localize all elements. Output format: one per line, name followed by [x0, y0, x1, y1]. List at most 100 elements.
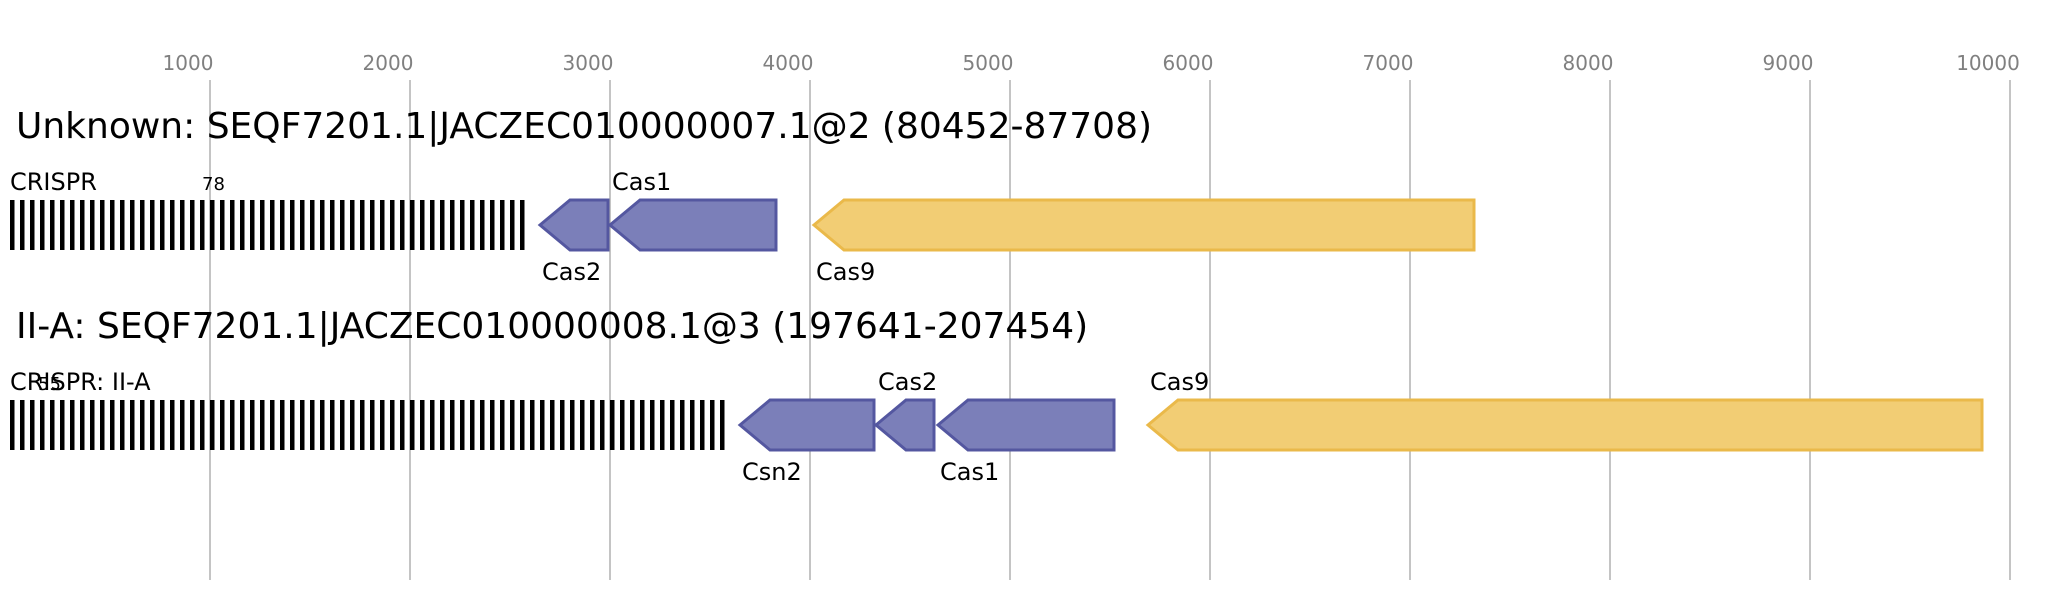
crispr-repeat — [210, 200, 215, 250]
crispr-repeat — [70, 400, 75, 450]
crispr-repeat — [600, 400, 605, 450]
crispr-repeat — [60, 400, 65, 450]
crispr-repeat — [30, 400, 35, 450]
crispr-repeat — [620, 400, 625, 450]
crispr-repeat — [360, 400, 365, 450]
crispr-repeat — [210, 400, 215, 450]
crispr-repeat — [380, 400, 385, 450]
gene-label-cas2: Cas2 — [878, 368, 937, 396]
crispr-repeat — [370, 200, 375, 250]
crispr-repeat — [330, 200, 335, 250]
crispr-repeat — [690, 400, 695, 450]
crispr-repeat — [80, 400, 85, 450]
crispr-repeat — [420, 400, 425, 450]
crispr-repeat — [500, 400, 505, 450]
crispr-repeat — [450, 400, 455, 450]
crispr-repeat — [400, 400, 405, 450]
crispr-repeat — [200, 400, 205, 450]
spacer-count: 78 — [202, 174, 225, 195]
crispr-repeat — [660, 400, 665, 450]
crispr-repeat — [400, 200, 405, 250]
gene-arrow-cas9 — [1145, 398, 1984, 452]
crispr-repeat — [290, 200, 295, 250]
crispr-repeat — [460, 400, 465, 450]
crispr-repeat — [120, 200, 125, 250]
tick-label: 1000 — [163, 51, 214, 75]
crispr-repeat — [230, 400, 235, 450]
crispr-repeat — [110, 400, 115, 450]
locus-title: Unknown: SEQF7201.1|JACZEC010000007.1@2 … — [16, 106, 1152, 147]
gene-label-cas1: Cas1 — [940, 458, 999, 486]
crispr-repeat — [410, 200, 415, 250]
tick-label: 5000 — [963, 51, 1014, 75]
crispr-array — [10, 200, 525, 250]
crispr-repeat — [350, 200, 355, 250]
crispr-repeat — [320, 200, 325, 250]
crispr-repeat — [330, 400, 335, 450]
crispr-repeat — [90, 200, 95, 250]
crispr-repeat — [100, 200, 105, 250]
crispr-repeat — [490, 400, 495, 450]
crispr-repeat — [140, 200, 145, 250]
tick-label: 8000 — [1563, 51, 1614, 75]
crispr-repeat — [630, 400, 635, 450]
gene-arrow-cas1 — [607, 198, 778, 252]
crispr-repeat — [410, 400, 415, 450]
crispr-repeat — [130, 200, 135, 250]
crispr-repeat — [710, 400, 715, 450]
tick-label: 7000 — [1363, 51, 1414, 75]
crispr-repeat — [270, 200, 275, 250]
crispr-repeat — [450, 200, 455, 250]
crispr-repeat — [150, 400, 155, 450]
crispr-label: CRISPR: II-A — [10, 368, 151, 396]
crispr-repeat — [390, 400, 395, 450]
crispr-repeat — [460, 200, 465, 250]
crispr-repeat — [20, 400, 25, 450]
crispr-repeat — [680, 400, 685, 450]
crispr-repeat — [160, 400, 165, 450]
crispr-repeat — [270, 400, 275, 450]
gene-label-cas2: Cas2 — [542, 258, 601, 286]
crispr-repeat — [290, 400, 295, 450]
loci-tracks: Unknown: SEQF7201.1|JACZEC010000007.1@2 … — [10, 106, 1984, 486]
crispr-repeat — [650, 400, 655, 450]
crispr-repeat — [340, 200, 345, 250]
crispr-repeat — [260, 400, 265, 450]
crispr-repeat — [310, 400, 315, 450]
crispr-repeat — [490, 200, 495, 250]
crispr-repeat — [540, 400, 545, 450]
tick-label: 10000 — [1956, 51, 2020, 75]
crispr-repeat — [90, 400, 95, 450]
crispr-repeat — [720, 400, 725, 450]
crispr-repeat — [510, 200, 515, 250]
crispr-repeat — [700, 400, 705, 450]
crispr-repeat — [20, 200, 25, 250]
crispr-repeat — [250, 400, 255, 450]
crispr-repeat — [310, 200, 315, 250]
gene-label-cas9: Cas9 — [816, 258, 875, 286]
crispr-repeat — [360, 200, 365, 250]
crispr-repeat — [520, 400, 525, 450]
crispr-array — [10, 400, 725, 450]
crispr-repeat — [100, 400, 105, 450]
crispr-repeat — [190, 400, 195, 450]
tick-label: 9000 — [1763, 51, 1814, 75]
crispr-repeat — [470, 400, 475, 450]
crispr-repeat — [240, 400, 245, 450]
crispr-repeat — [60, 200, 65, 250]
crispr-repeat — [340, 400, 345, 450]
crispr-repeat — [370, 400, 375, 450]
crispr-repeat — [190, 200, 195, 250]
spacer-count: 55 — [38, 374, 61, 395]
crispr-repeat — [430, 400, 435, 450]
crispr-repeat — [170, 200, 175, 250]
crispr-repeat — [640, 400, 645, 450]
crispr-repeat — [150, 200, 155, 250]
crispr-repeat — [440, 400, 445, 450]
crispr-repeat — [420, 200, 425, 250]
crispr-repeat — [10, 200, 15, 250]
crispr-repeat — [480, 400, 485, 450]
tick-label: 4000 — [763, 51, 814, 75]
